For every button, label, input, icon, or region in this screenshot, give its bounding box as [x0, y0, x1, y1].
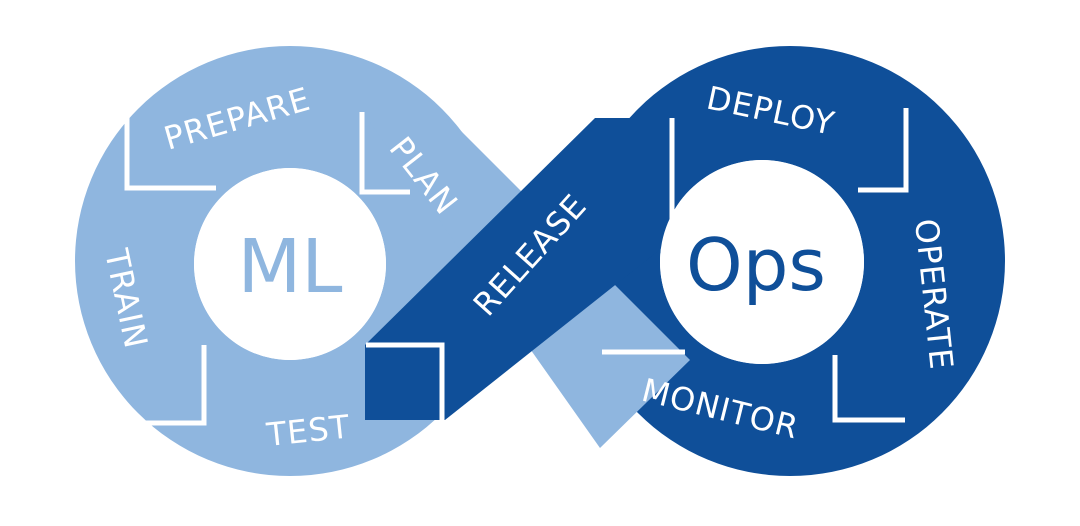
- stage-test-label: TEST: [264, 407, 352, 454]
- ops-ring: [575, 46, 1005, 476]
- ops-hole: [660, 160, 864, 364]
- ml-hole: [194, 168, 386, 360]
- ops-center-label: Ops: [686, 223, 826, 307]
- ml-center-label: ML: [237, 224, 342, 310]
